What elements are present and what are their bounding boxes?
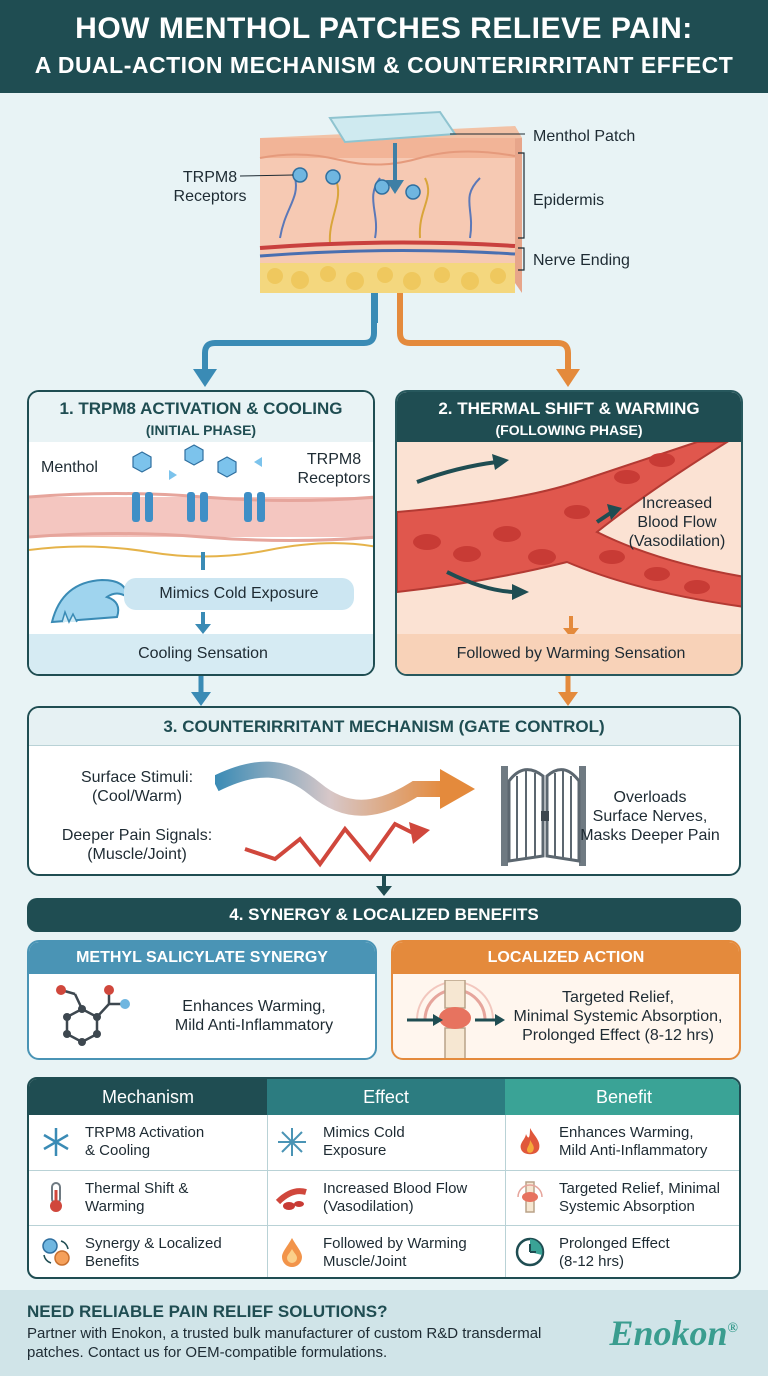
deeper-pain-label: Deeper Pain Signals: (Muscle/Joint) (61, 827, 213, 863)
trpm8-receptors-label: TRPM8 Receptors (297, 451, 371, 487)
split-arrows (193, 293, 580, 387)
skin-cross-section (239, 110, 525, 323)
arrows-to-gate (191, 676, 578, 706)
overloads-label: Overloads Surface Nerves, Masks Deeper P… (580, 789, 720, 844)
table-row: TRPM8 Activation & Cooling (85, 1124, 205, 1159)
gate-icon (501, 766, 586, 866)
brand-name: Enokon (609, 1313, 728, 1353)
footer-question: NEED RELIABLE PAIN RELIEF SOLUTIONS? (27, 1302, 388, 1321)
page-title: HOW MENTHOL PATCHES RELIEVE PAIN: (75, 12, 693, 45)
menthol-label: Menthol (41, 459, 98, 476)
cooling-panel-subtitle: (INITIAL PHASE) (145, 422, 257, 438)
skin-label-nerve-ending: Nerve Ending (533, 252, 630, 269)
salicylate-title: METHYL SALICYLATE SYNERGY (29, 942, 375, 974)
table-row: Targeted Relief, Minimal Systemic Absorp… (559, 1180, 720, 1215)
thermometer-icon (50, 1182, 62, 1212)
molecule-icon (56, 985, 130, 1046)
table-header-mechanism: Mechanism (29, 1079, 267, 1115)
snowflake-icon (43, 1128, 69, 1156)
cooling-sensation-result: Cooling Sensation (29, 634, 373, 674)
cooling-panel-title: 1. TRPM8 ACTIVATION & COOLING (59, 399, 343, 418)
registered-mark: ® (727, 1321, 738, 1336)
page-subtitle: A DUAL-ACTION MECHANISM & COUNTERIRRITAN… (34, 52, 734, 78)
clock-icon (515, 1237, 545, 1267)
gate-panel-title: 3. COUNTERIRRITANT MECHANISM (GATE CONTR… (163, 717, 605, 736)
knee-joint-icon (407, 980, 505, 1058)
warming-sensation-result: Followed by Warming Sensation (397, 634, 741, 674)
blood-vessel-illustration (397, 442, 741, 638)
table-row: Prolonged Effect (8-12 hrs) (559, 1235, 670, 1270)
warming-panel: 2. THERMAL SHIFT & WARMING (FOLLOWING PH… (395, 390, 743, 676)
signal-waves-illustration (215, 761, 475, 868)
synergy-cycle-icon (42, 1238, 70, 1266)
synergy-bar: 4. SYNERGY & LOCALIZED BENEFITS (27, 898, 741, 932)
table-row: Enhances Warming, Mild Anti-Inflammatory (559, 1124, 708, 1159)
warming-panel-title: 2. THERMAL SHIFT & WARMING (438, 399, 700, 418)
blood-cell-icon (275, 1188, 307, 1210)
localized-text: Targeted Relief, Minimal Systemic Absorp… (513, 989, 723, 1044)
summary-table: Mechanism Effect Benefit TRPM8 Activatio… (27, 1077, 741, 1279)
page-header: HOW MENTHOL PATCHES RELIEVE PAIN: A DUAL… (0, 0, 768, 93)
joint-icon (517, 1181, 543, 1213)
skin-label-epidermis: Epidermis (533, 192, 605, 209)
salicylate-panel: METHYL SALICYLATE SYNERGY Enhances Warmi… (27, 940, 377, 1060)
brand-logo[interactable]: Enokon® (609, 1312, 738, 1354)
increased-blood-flow-label: Increased Blood Flow (Vasodilation) (628, 495, 726, 550)
table-row: Mimics Cold Exposure (323, 1124, 405, 1159)
cooling-panel: 1. TRPM8 ACTIVATION & COOLING (INITIAL P… (27, 390, 375, 676)
table-header-benefit: Benefit (505, 1079, 739, 1115)
flame-icon (520, 1128, 540, 1155)
salicylate-text: Enhances Warming, Mild Anti-Inflammatory (174, 998, 334, 1034)
gate-control-panel: 3. COUNTERIRRITANT MECHANISM (GATE CONTR… (27, 706, 741, 876)
mimics-cold-box: Mimics Cold Exposure (124, 578, 354, 610)
table-header-effect: Effect (267, 1079, 505, 1115)
down-arrow-icon (376, 876, 392, 896)
table-row: Synergy & Localized Benefits (85, 1235, 222, 1270)
table-row: Followed by Warming Muscle/Joint (323, 1235, 467, 1270)
table-row: Increased Blood Flow (Vasodilation) (323, 1180, 468, 1215)
warming-panel-subtitle: (FOLLOWING PHASE) (495, 422, 643, 438)
footer-text: Partner with Enokon, a trusted bulk manu… (27, 1325, 542, 1361)
down-arrow-icon (195, 612, 211, 634)
skin-label-menthol-patch: Menthol Patch (533, 128, 636, 145)
ice-crystal-icon (278, 1128, 306, 1156)
surface-stimuli-label: Surface Stimuli: (Cool/Warm) (80, 769, 194, 805)
warming-drop-icon (282, 1238, 302, 1267)
membrane-illustration (29, 444, 373, 570)
footer: NEED RELIABLE PAIN RELIEF SOLUTIONS? Par… (0, 1290, 768, 1376)
skin-label-trpm8: TRPM8 Receptors (173, 169, 247, 205)
table-row: Thermal Shift & Warming (85, 1180, 189, 1215)
localized-title: LOCALIZED ACTION (393, 942, 739, 974)
localized-panel: LOCALIZED ACTION Targeted Relief, Minima… (391, 940, 741, 1060)
